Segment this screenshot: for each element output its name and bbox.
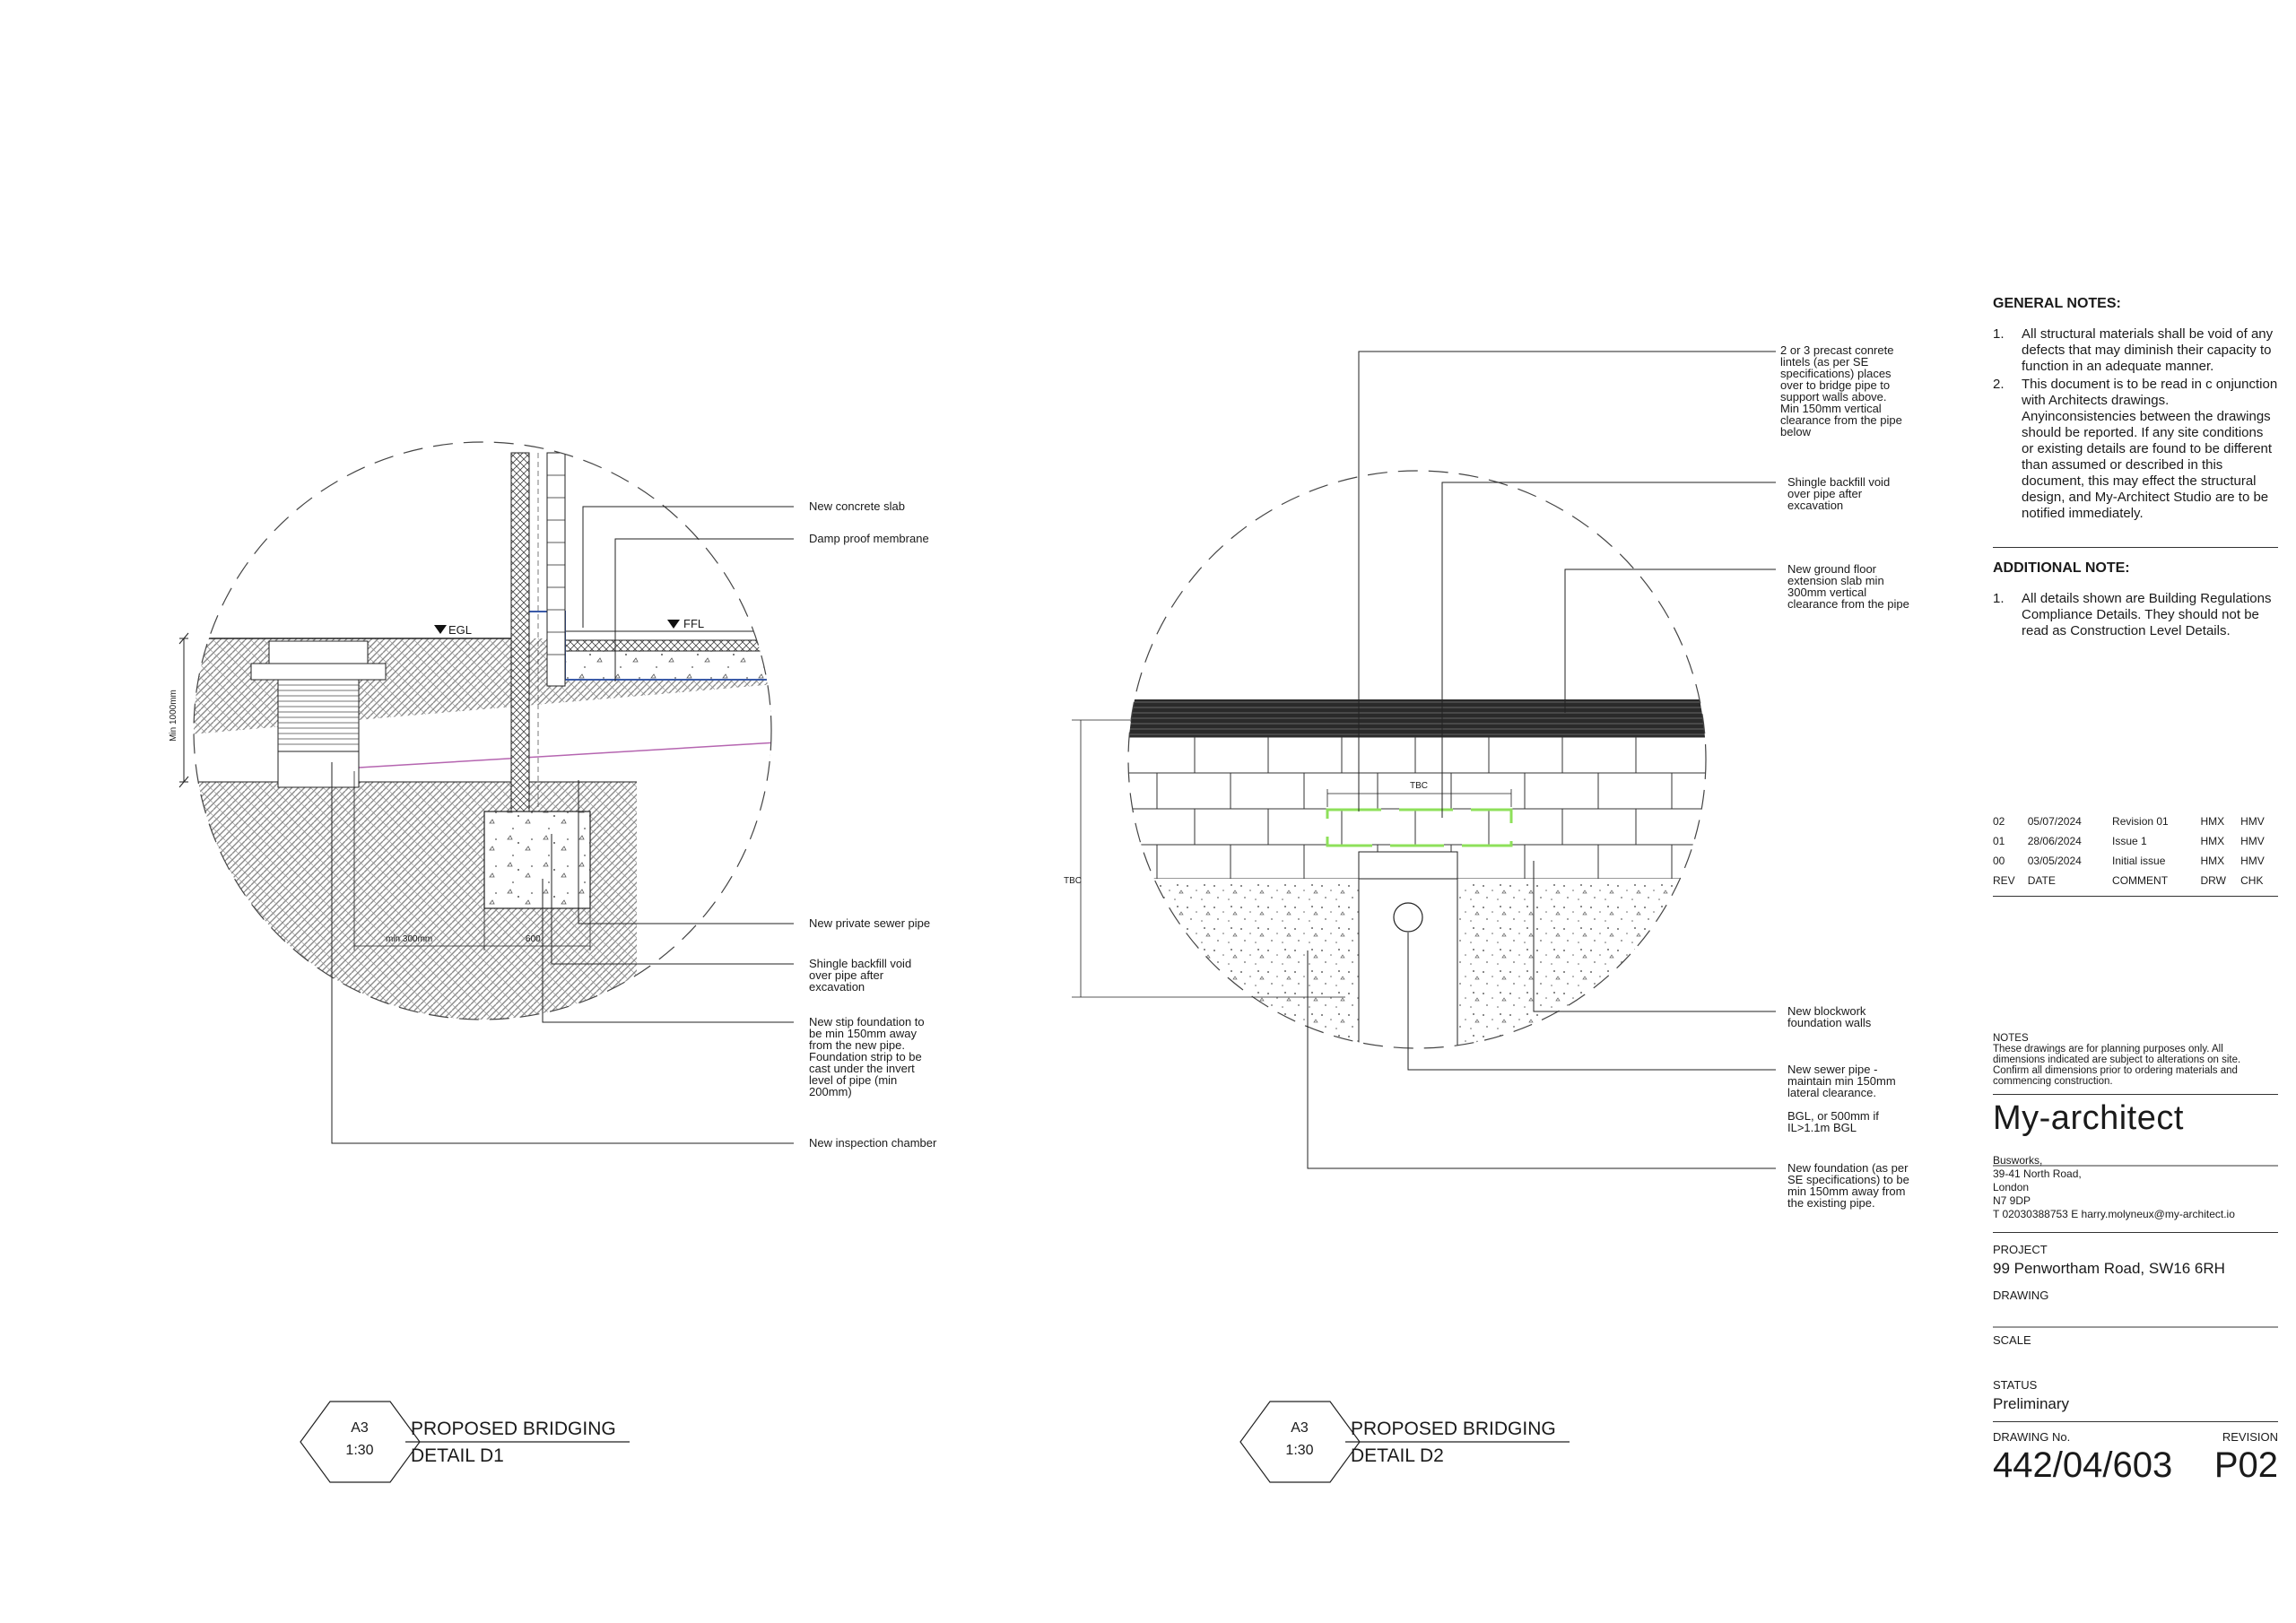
detail-d2-tag: A3 1:30 PROPOSED BRIDGING DETAIL D2 [1239,1401,1570,1483]
callout-inspection-chamber: New inspection chamber [809,1136,937,1150]
project-label: PROJECT [1993,1243,2048,1256]
note-number: 2. [1993,377,2005,392]
note-item: 1. All structural materials shall be void… [1993,326,2278,375]
note-item: 2. This document is to be read in c onjun… [1993,377,2278,522]
d1-title-line2: DETAIL D1 [411,1445,504,1466]
address-line: T 02030388753 E harry.molyneux@my-archit… [1993,1208,2235,1220]
revision-rev: 02 [1993,815,2005,828]
additional-note-heading: ADDITIONAL NOTE: [1993,560,2130,576]
detail-d1-tag: A3 1:30 PROPOSED BRIDGING DETAIL D1 [300,1401,630,1483]
detail-d1-circle [193,441,772,1020]
notes-text: These drawings are for planning purposes… [1993,1044,2241,1087]
title-block: GENERAL NOTES: 1. All structural material… [1993,296,2278,1485]
d1-sheet: A3 [351,1420,369,1436]
revision-drw: HMX [2200,835,2225,847]
tbc-left-label: TBC [1064,876,1082,886]
revision-chk: HMV [2240,835,2265,847]
revision-comment: Issue 1 [2112,835,2147,847]
revision-comment: Initial issue [2112,855,2166,867]
note-text: This document is to be read in c onjunct… [2022,377,2278,521]
project-value: 99 Penwortham Road, SW16 6RH [1993,1260,2225,1277]
note-number: 1. [1993,326,2005,342]
callout-damp-proof-membrane: Damp proof membrane [809,532,929,545]
revision-date: 05/07/2024 [2027,815,2082,828]
general-notes-list: 1. All structural materials shall be void… [1993,326,2278,522]
revision-rev: 01 [1993,835,2005,847]
note-text: All details shown are Building Regulatio… [2022,591,2272,638]
revision-date: 28/06/2024 [2027,835,2082,847]
status-label: STATUS [1993,1378,2038,1392]
address-line: 39-41 North Road, [1993,1167,2082,1180]
scale-label: SCALE [1993,1333,2031,1347]
detail-d1: EGL FFL Min 1000mm min 300mm 600 [169,441,937,1483]
general-notes-heading: GENERAL NOTES: [1993,296,2121,311]
revision-row: 02 05/07/2024 Revision 01 HMX HMV [1993,812,2278,831]
revision-date: 03/05/2024 [2027,855,2082,867]
d1-title-line1: PROPOSED BRIDGING [411,1419,616,1439]
detail-d2-circle [1127,470,1707,1049]
note-text: All structural materials shall be void o… [2022,326,2274,374]
notes-heading: NOTES [1993,1033,2029,1044]
drawing-label: DRAWING [1993,1289,2049,1302]
min-depth-label: Min 1000mm [169,690,178,742]
address-line: London [1993,1181,2030,1193]
revision-chk: HMV [2240,855,2265,867]
ffl-label: FFL [683,617,704,630]
revision-rev: 00 [1993,855,2005,867]
address-line: Busworks, [1993,1154,2043,1167]
egl-label: EGL [448,623,472,637]
revision-row: 00 03/05/2024 Initial issue HMX HMV [1993,851,2278,871]
address-line: N7 9DP [1993,1194,2031,1207]
d2-title-line2: DETAIL D2 [1351,1445,1444,1466]
tbc-top-label: TBC [1410,781,1428,791]
revision-drw: HMX [2200,815,2225,828]
revision-table: 02 05/07/2024 Revision 01 HMX HMV 01 28/06/202… [1993,812,2278,890]
callout-new-concrete-slab: New concrete slab [809,499,905,513]
drawing-no-value: 442/04/603 [1993,1445,2173,1485]
d2-title-line1: PROPOSED BRIDGING [1351,1419,1556,1439]
status-value: Preliminary [1993,1395,2070,1412]
drawing-no-label: DRAWING No. [1993,1430,2071,1444]
revision-value: P02 [2213,1445,2278,1485]
revision-drw: HMX [2200,855,2225,867]
brand-name: My-architect [1993,1099,2184,1137]
d2-sheet: A3 [1291,1420,1309,1436]
callout-new-private-sewer-pipe: New private sewer pipe [809,916,930,930]
d1-scale: 1:30 [345,1443,373,1458]
revision-chk: HMV [2240,815,2265,828]
note-number: 1. [1993,591,2005,606]
note-item: 1. All details shown are Building Regulat… [1993,591,2278,639]
revision-header-row: REV DATE COMMENT DRW CHK [1993,874,2264,887]
revision-label: REVISION [2222,1430,2278,1444]
additional-notes-list: 1. All details shown are Building Regulat… [1993,591,2278,639]
revision-row: 01 28/06/2024 Issue 1 HMX HMV [1993,831,2278,851]
revision-comment: Revision 01 [2112,815,2169,828]
min-300-label: min 300mm [386,934,432,944]
d2-scale: 1:30 [1285,1443,1313,1458]
dim-600-label: 600 [526,934,541,944]
